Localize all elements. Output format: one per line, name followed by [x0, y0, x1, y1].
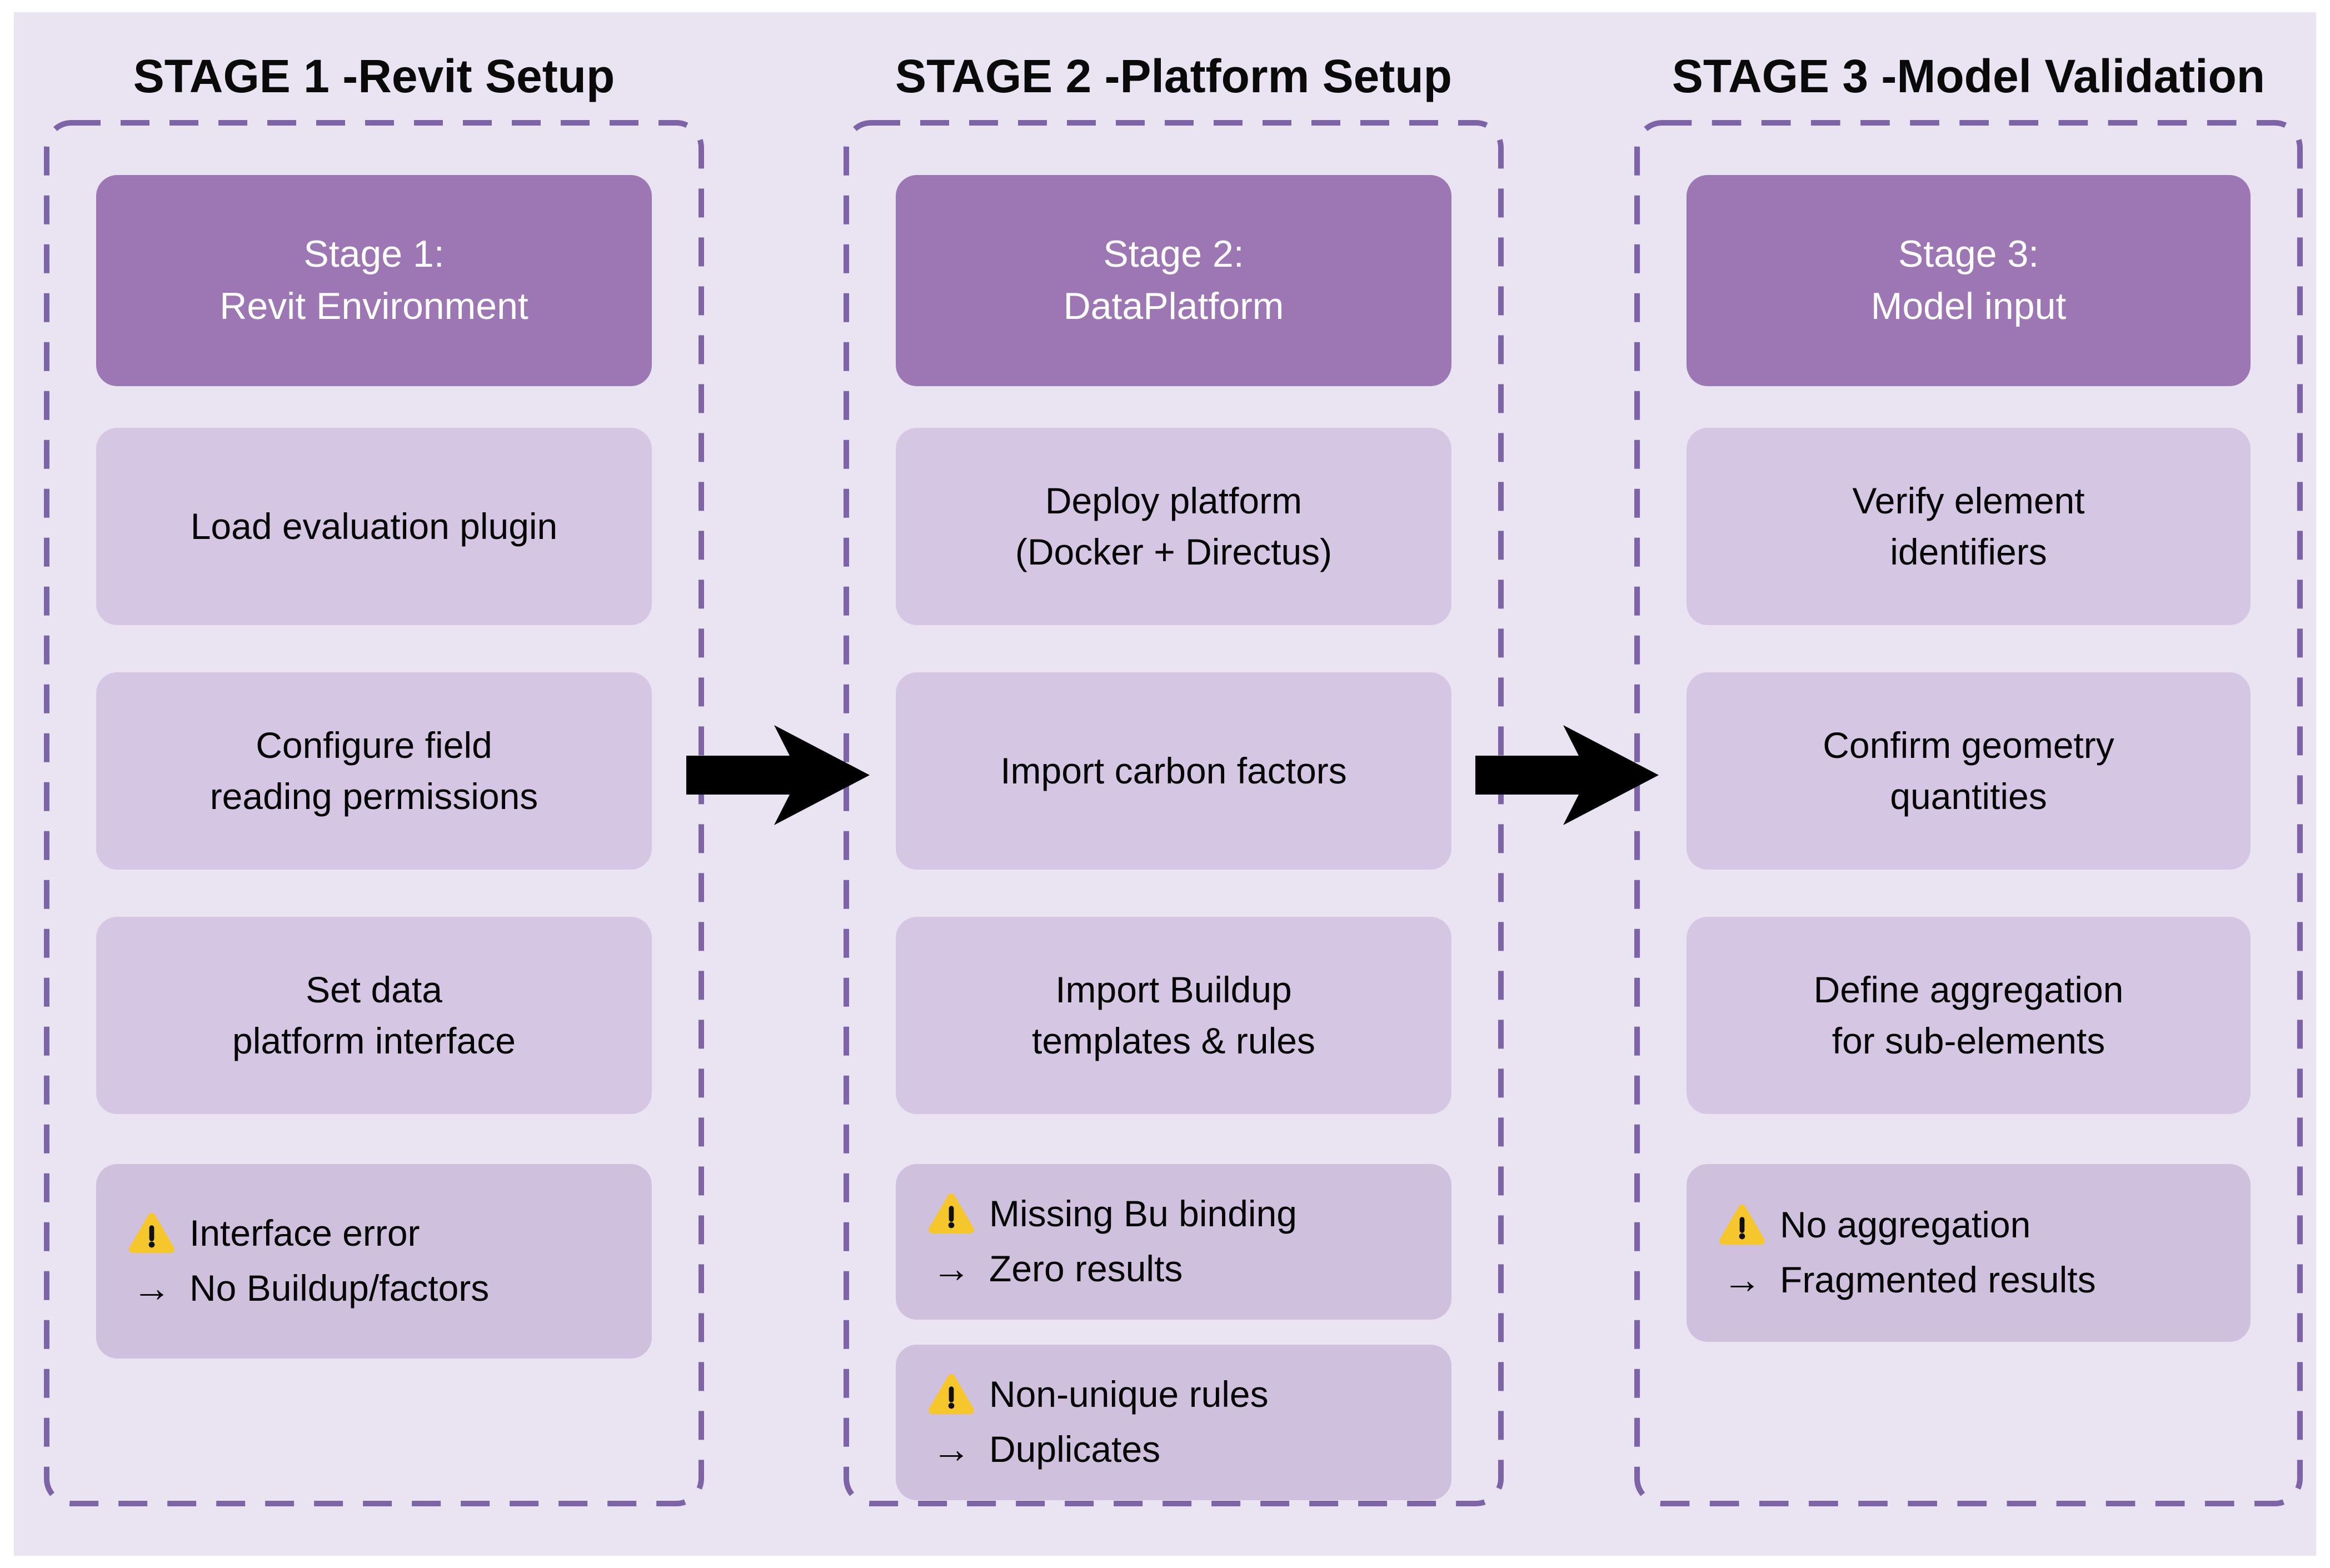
warning-issue-row: Missing Bu binding: [928, 1191, 1429, 1237]
warning-issue-text: Missing Bu binding: [989, 1193, 1297, 1234]
stage-3-task-2: Confirm geometry quantities: [1687, 672, 2251, 870]
stage-2-column: STAGE 2 -Platform Setup Stage 2: DataPla…: [843, 33, 1504, 1507]
warning-issue-text: Interface error: [189, 1212, 420, 1254]
warning-triangle-icon: [928, 1373, 975, 1415]
right-block-arrow-stage1-to-stage2: [686, 725, 870, 825]
stage-3-frame: Stage 3: Model input Verify element iden…: [1634, 119, 2303, 1507]
stage-2-task-2: Import carbon factors: [896, 672, 1451, 870]
stage-3-task-1: Verify element identifiers: [1687, 428, 2251, 625]
warning-triangle-icon: [1719, 1204, 1765, 1246]
consequence-arrow-icon: →: [1723, 1257, 1762, 1301]
warning-consequence-row: → Zero results: [928, 1245, 1429, 1294]
stage-2-task-1: Deploy platform (Docker + Directus): [896, 428, 1451, 625]
stage-1-frame: Stage 1: Revit Environment Load evaluati…: [43, 119, 705, 1507]
warning-triangle-icon: [928, 1192, 975, 1235]
stage-1-task-1: Load evaluation plugin: [96, 428, 652, 625]
consequence-arrow-icon: →: [132, 1266, 171, 1310]
stage-1-warning-1: Interface error → No Buildup/factors: [96, 1164, 652, 1359]
stage-3-column: STAGE 3 -Model Validation Stage 3: Model…: [1634, 33, 2303, 1507]
process-diagram-board: STAGE 1 -Revit Setup Stage 1: Revit Envi…: [14, 12, 2316, 1556]
warning-issue-row: No aggregation: [1719, 1202, 2228, 1248]
stage-1-task-3: Set data platform interface: [96, 917, 652, 1114]
stage-2-task-3: Import Buildup templates & rules: [896, 917, 1451, 1114]
warning-consequence-text: No Buildup/factors: [189, 1267, 490, 1309]
warning-issue-row: Non-unique rules: [928, 1371, 1429, 1417]
consequence-arrow-icon: →: [932, 1427, 971, 1471]
stage-2-warning-2: Non-unique rules → Duplicates: [896, 1345, 1451, 1500]
warning-issue-text: No aggregation: [1780, 1204, 2031, 1245]
stage-1-column: STAGE 1 -Revit Setup Stage 1: Revit Envi…: [43, 33, 705, 1507]
stage-1-header-box: Stage 1: Revit Environment: [96, 175, 652, 386]
consequence-arrow-icon: →: [932, 1246, 971, 1290]
stage-2-title: STAGE 2 -Platform Setup: [895, 50, 1452, 102]
stage-2-frame: Stage 2: DataPlatform Deploy platform (D…: [843, 119, 1504, 1507]
stage-1-title: STAGE 1 -Revit Setup: [133, 50, 615, 102]
stage-1-task-2: Configure field reading permissions: [96, 672, 652, 870]
warning-consequence-text: Duplicates: [989, 1429, 1161, 1470]
warning-consequence-row: → Fragmented results: [1719, 1256, 2228, 1305]
warning-consequence-row: → No Buildup/factors: [128, 1264, 630, 1313]
stage-3-warning-1: No aggregation → Fragmented results: [1687, 1164, 2251, 1342]
stage-2-warning-1: Missing Bu binding → Zero results: [896, 1164, 1451, 1320]
warning-consequence-text: Zero results: [989, 1248, 1183, 1289]
stage-3-header-box: Stage 3: Model input: [1687, 175, 2251, 386]
warning-issue-row: Interface error: [128, 1210, 630, 1256]
warning-consequence-row: → Duplicates: [928, 1425, 1429, 1474]
stage-3-title: STAGE 3 -Model Validation: [1672, 50, 2266, 102]
warning-consequence-text: Fragmented results: [1780, 1259, 2096, 1300]
stage-2-header-box: Stage 2: DataPlatform: [896, 175, 1451, 386]
warning-issue-text: Non-unique rules: [989, 1374, 1269, 1415]
stage-3-task-3: Define aggregation for sub-elements: [1687, 917, 2251, 1114]
warning-triangle-icon: [128, 1212, 175, 1254]
